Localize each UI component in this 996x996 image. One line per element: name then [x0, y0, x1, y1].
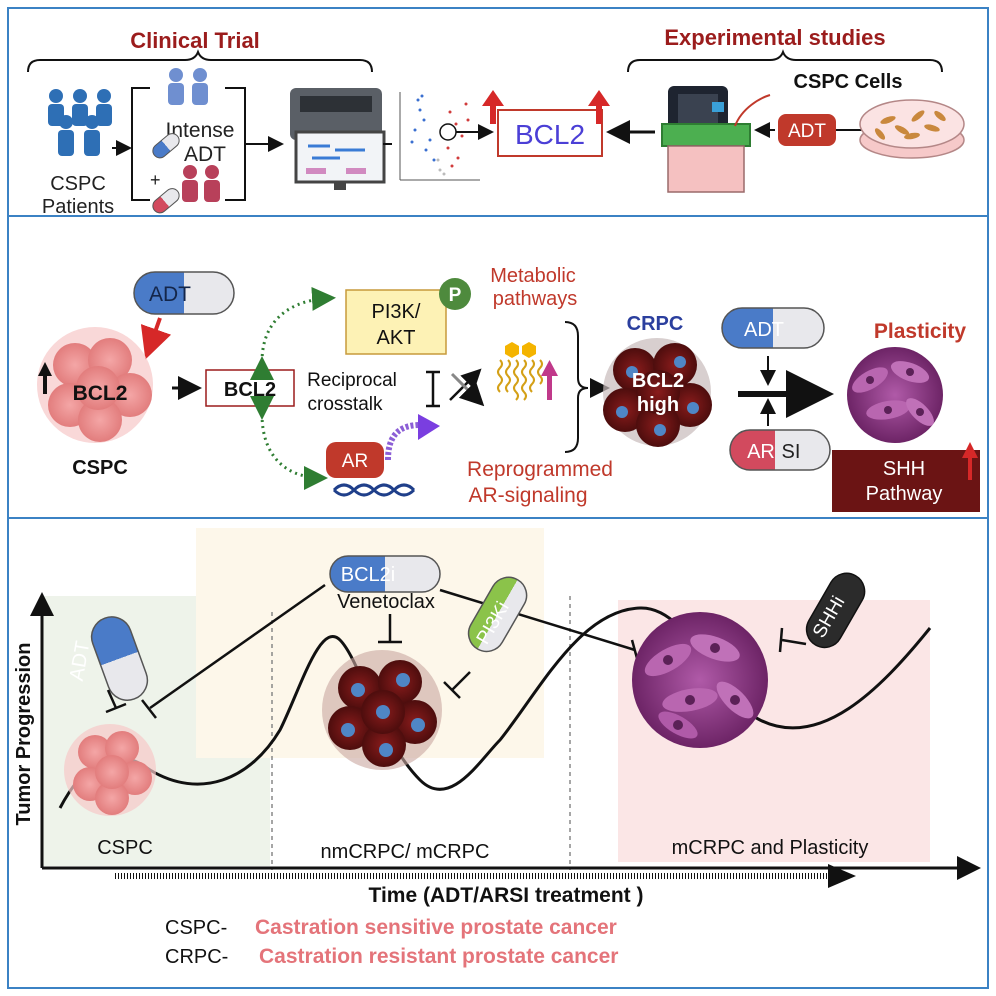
experimental-studies-title: Experimental studies: [664, 25, 885, 50]
shhi-pill: [805, 572, 866, 649]
pill-icon: [152, 133, 180, 159]
pi3k-akt-box: [345, 289, 447, 355]
patients-group-icon: [48, 89, 112, 156]
electrophoresis-machine-icon: [661, 86, 771, 193]
up-arrow-icon: [962, 442, 978, 480]
pathway-label: Pathway: [866, 483, 943, 505]
arsi-pill-si: SI: [782, 441, 801, 463]
bcl2-box: [497, 109, 603, 157]
stage-cspc-label: CSPC: [97, 837, 153, 859]
bcl2i-label: BCL2i: [341, 564, 395, 586]
plus-label: +: [150, 170, 161, 190]
bcl2-high-label-2: high: [637, 394, 679, 416]
crpc-cell-cluster: [603, 338, 712, 447]
adt-pill-vertical: [90, 616, 149, 701]
sequencer-computer-icon: [290, 88, 386, 190]
plasticity-label: Plasticity: [874, 320, 967, 343]
shhi-inhibition: [778, 627, 807, 653]
cspc-middle-label: CSPC: [72, 457, 128, 479]
adt-pill: [133, 271, 235, 315]
crossing-arrows: [449, 368, 485, 407]
pill-icon-red: [152, 188, 180, 214]
cspc-small-cluster: [64, 724, 156, 816]
reciprocal-label: Reciprocal: [307, 370, 397, 391]
phospho-label: P: [449, 285, 462, 306]
intense-label: Intense: [166, 119, 235, 142]
pi3ki-pill: [467, 576, 528, 653]
metabolic-label-2: pathways: [493, 288, 578, 310]
cspc-label: CSPC: [50, 173, 106, 195]
crosstalk-label: crosstalk: [308, 394, 383, 415]
bcl2-pi3k-link: [249, 286, 336, 381]
stage-nmcrpc-label: nmCRPC/ mCRPC: [321, 841, 490, 863]
shh-pathway-box: [832, 450, 980, 512]
ar-signaling-label: AR-signaling: [468, 484, 587, 507]
clinical-trial-brace: [27, 49, 373, 73]
adt-to-cell-arrow: [140, 317, 172, 360]
legend-cspc-abbr: CSPC-: [165, 917, 227, 939]
arsi-pill-ar: AR: [747, 441, 775, 463]
mcrpc-plasticity-cluster: [632, 612, 768, 748]
time-bar-arrowhead: [828, 864, 856, 888]
dna-helix-icon: [332, 483, 416, 497]
red-patients-icon: [182, 165, 220, 202]
ar-signal-curve: [385, 422, 421, 461]
up-arrow-icon: [38, 362, 52, 394]
crosstalk-inhibition-symbol: [426, 370, 440, 408]
plasticity-cell-cluster: [847, 347, 943, 443]
cspc-cell-bcl2-label: BCL2: [73, 382, 128, 405]
pathway-brace: [564, 321, 589, 453]
adt-tag-label: ADT: [788, 121, 826, 142]
arsi-pill: [729, 429, 831, 471]
cspc-cells-label: CSPC Cells: [794, 71, 903, 93]
adt-tag: [778, 114, 836, 146]
experimental-brace: [627, 49, 943, 73]
blue-patients-icon: [168, 68, 208, 105]
up-arrow-icon: [482, 90, 610, 124]
legend-crpc-abbr: CRPC-: [165, 946, 228, 968]
nmcrpc-cell-cluster: [322, 650, 442, 770]
reprogrammed-label: Reprogrammed: [467, 458, 613, 481]
volcano-plot-icon: [399, 92, 480, 181]
crpc-label: CRPC: [627, 313, 684, 335]
petri-dish-icon: [859, 99, 965, 159]
bcl2i-pill: [329, 555, 441, 593]
adt-pill-2: [721, 307, 825, 349]
ar-signal-arrowhead: [418, 414, 440, 440]
phospho-badge: [439, 278, 471, 310]
metabolic-label-1: Metabolic: [490, 265, 576, 287]
adt-label: ADT: [184, 143, 226, 166]
bcl2-middle-label: BCL2: [224, 379, 276, 401]
bcl2-ar-link: [249, 395, 328, 490]
legend-cspc-full: Castration sensitive prostate cancer: [255, 916, 617, 939]
bcl2i-inhibition-lines: [141, 583, 640, 719]
adt-pill-label: ADT: [149, 283, 191, 306]
adt-inhibition: [105, 689, 127, 714]
x-axis-label: Time (ADT/ARSI treatment ): [369, 884, 644, 907]
akt-label: AKT: [377, 327, 416, 349]
stage-mcrpc-label: mCRPC and Plasticity: [672, 837, 869, 859]
patients-label: Patients: [42, 196, 114, 218]
legend-crpc-full: Castration resistant prostate cancer: [259, 945, 618, 968]
adt-pill-2-label: ADT: [744, 319, 784, 341]
cspc-cell-cluster: [37, 327, 153, 443]
venetoclax-label: Venetoclax: [337, 591, 435, 613]
pi3k-label: PI3K/: [372, 301, 421, 323]
lipid-icon: [497, 342, 543, 401]
up-arrow-icon: [541, 360, 558, 400]
panel-middle-frame: [7, 215, 989, 519]
bcl2-high-label-1: BCL2: [632, 370, 684, 392]
bcl2-box-label: BCL2: [515, 119, 585, 150]
ar-box: [326, 442, 384, 478]
ar-label: AR: [342, 451, 368, 472]
shh-label: SHH: [883, 458, 925, 480]
treatment-bracket: [131, 87, 150, 201]
clinical-trial-title: Clinical Trial: [130, 28, 260, 53]
pi3ki-inhibition: [443, 671, 471, 699]
y-axis-label: Tumor Progression: [13, 643, 35, 826]
